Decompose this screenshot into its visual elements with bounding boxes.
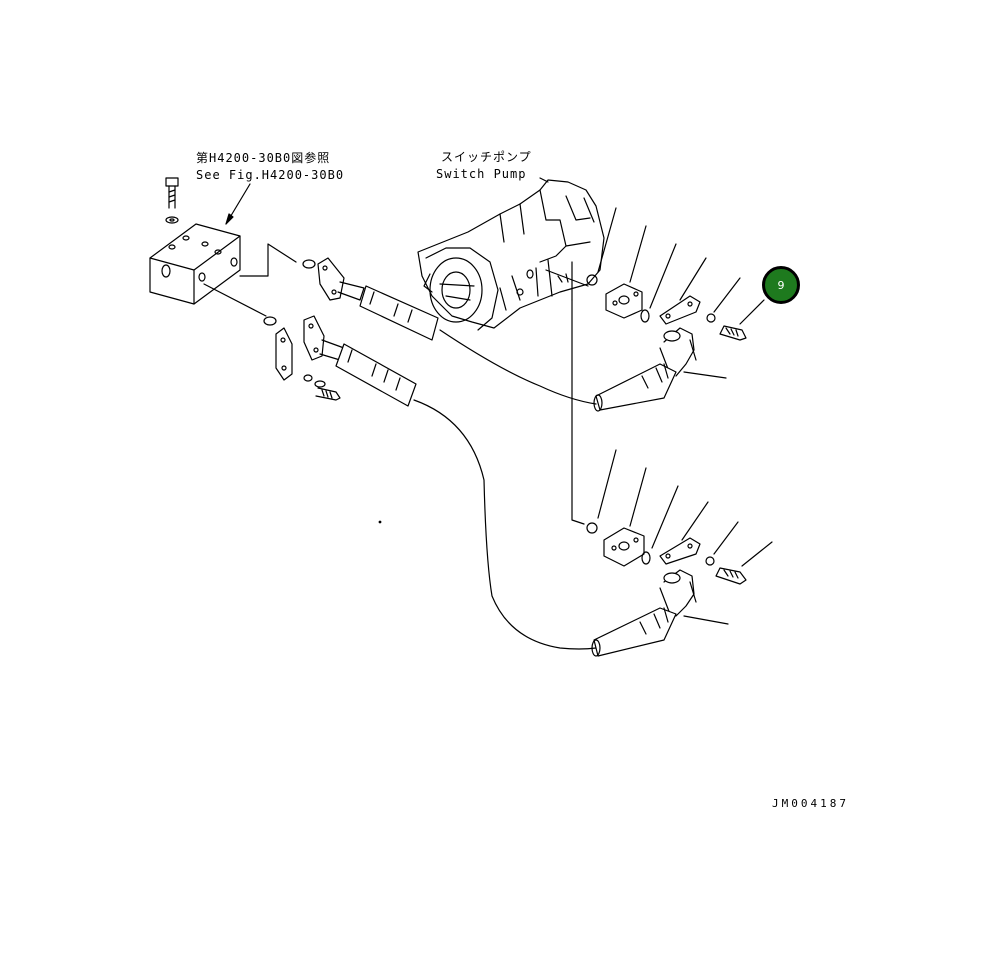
lower-split-flange <box>660 502 708 564</box>
pump-label-tick <box>540 178 548 182</box>
lower-flange <box>604 468 646 566</box>
lower-pipe-elbow <box>592 570 728 656</box>
drawing-number: JM004187 <box>772 797 849 810</box>
upper-split-flange <box>660 258 706 324</box>
pump-label-jp: スイッチポンプ <box>441 150 532 164</box>
pump-marker <box>558 274 568 282</box>
callout-9[interactable]: 9 <box>762 266 800 304</box>
reference-label-jp: 第H4200-30B0図参照 <box>196 151 331 165</box>
pump-vertical-line <box>572 300 584 524</box>
reference-leader <box>226 184 250 224</box>
o-ring-b <box>264 317 276 325</box>
upper-hose-flange <box>318 258 364 300</box>
lower-hose-sleeve <box>336 344 596 649</box>
upper-flange <box>606 226 646 318</box>
upper-pipe-elbow <box>594 328 726 411</box>
upper-bolt <box>720 300 764 340</box>
lower-left-bolt <box>304 375 340 400</box>
upper-seal <box>641 244 676 322</box>
switch-pump <box>418 180 604 330</box>
connector-line-upper <box>240 244 296 276</box>
valve-block <box>150 224 240 304</box>
lower-washer <box>706 522 738 565</box>
lower-seal <box>642 486 678 564</box>
block-bolt <box>166 178 178 223</box>
lower-bolt <box>716 542 772 584</box>
upper-hose-sleeve <box>360 286 596 404</box>
upper-o-ring <box>587 208 616 285</box>
upper-washer <box>707 278 740 322</box>
connector-line-lower <box>204 284 266 316</box>
reference-label-en: See Fig.H4200-30B0 <box>196 168 345 182</box>
o-ring-a <box>303 260 315 268</box>
pump-label-en: Switch Pump <box>436 167 527 181</box>
split-flange-left <box>276 316 344 380</box>
stray-dot <box>379 521 381 523</box>
lower-o-ring <box>587 450 616 533</box>
